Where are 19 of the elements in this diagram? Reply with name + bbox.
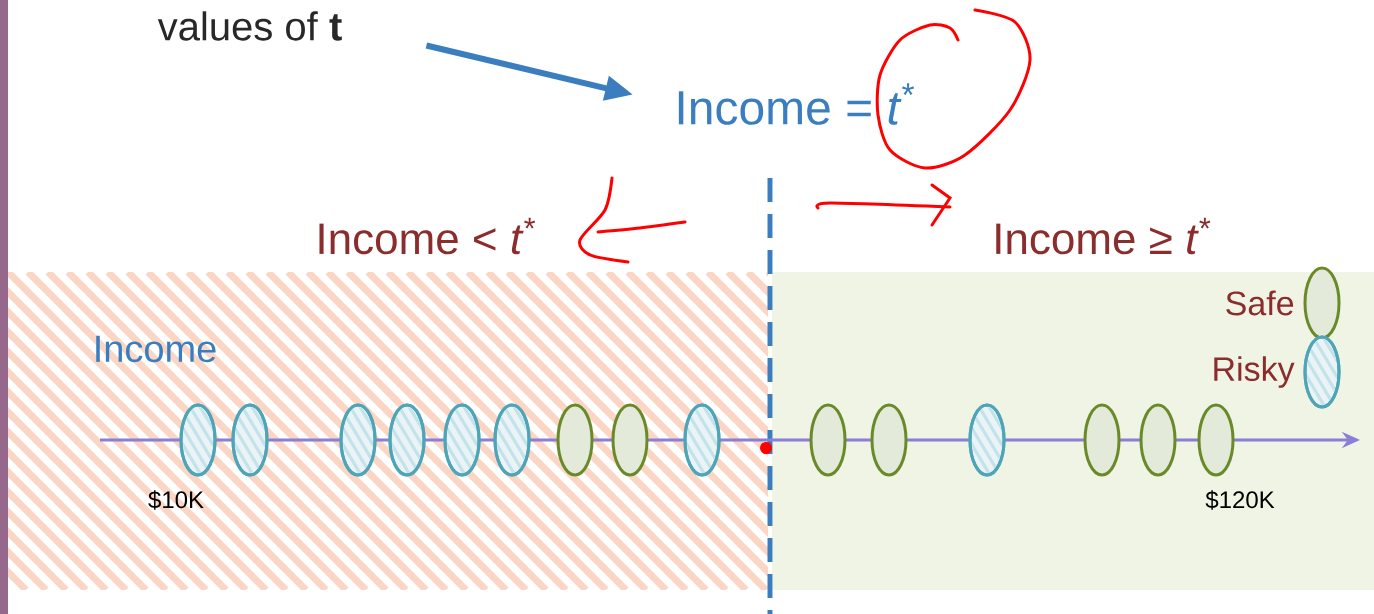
- equation-text: Income = t$^{*}$: [678, 83, 915, 125]
- tick-label: $10K: [148, 490, 204, 510]
- oval-marker: [231, 403, 269, 477]
- oval-marker: [1139, 403, 1177, 477]
- heading-text: values of t: [157, 11, 342, 41]
- oval-marker: [1197, 403, 1235, 477]
- oval-marker: [968, 403, 1006, 477]
- legend-label: Risky: [1214, 356, 1295, 388]
- tick-label: $120K: [1205, 490, 1275, 510]
- oval-marker: [556, 403, 594, 477]
- region-label: Income < t$^{*}$: [319, 217, 536, 255]
- oval-marker: [870, 403, 908, 477]
- oval-marker: [809, 403, 847, 477]
- legend-label: Safe: [1226, 290, 1294, 316]
- axis-label: Income: [96, 335, 216, 363]
- oval-marker: [1083, 403, 1121, 477]
- oval-marker: [683, 403, 721, 477]
- oval-marker: [611, 403, 649, 477]
- region-label: Income ≥ t$^{*}$: [996, 217, 1211, 255]
